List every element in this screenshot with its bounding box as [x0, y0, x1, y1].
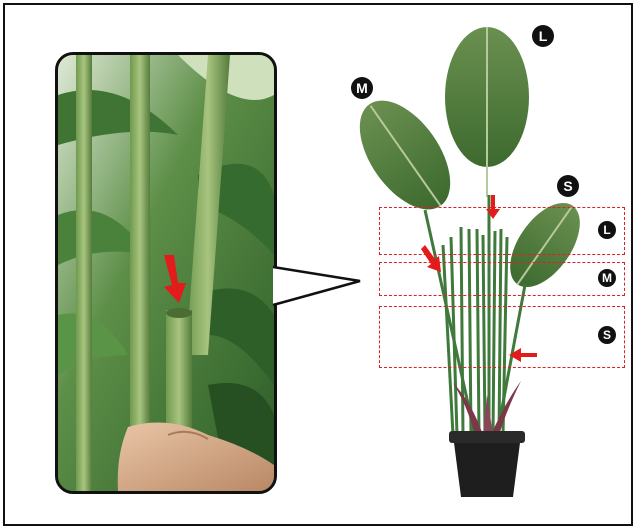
red-arrow-icon: [485, 195, 501, 219]
size-badge-m-top: M: [351, 77, 373, 99]
product-image-frame: L M S L M S: [3, 3, 633, 526]
zone-small: [379, 306, 625, 368]
zone-medium: [379, 262, 625, 296]
zone-large: [379, 207, 625, 255]
red-arrow-icon: [509, 347, 537, 363]
red-arrow-icon: [419, 245, 443, 273]
size-badge-l-top: L: [532, 25, 554, 47]
size-badge-l-zone: L: [598, 221, 616, 239]
size-badge-m-zone: M: [598, 269, 616, 287]
size-badge-s-top: S: [557, 175, 579, 197]
size-badge-s-zone: S: [598, 326, 616, 344]
frond-large: [445, 27, 529, 197]
